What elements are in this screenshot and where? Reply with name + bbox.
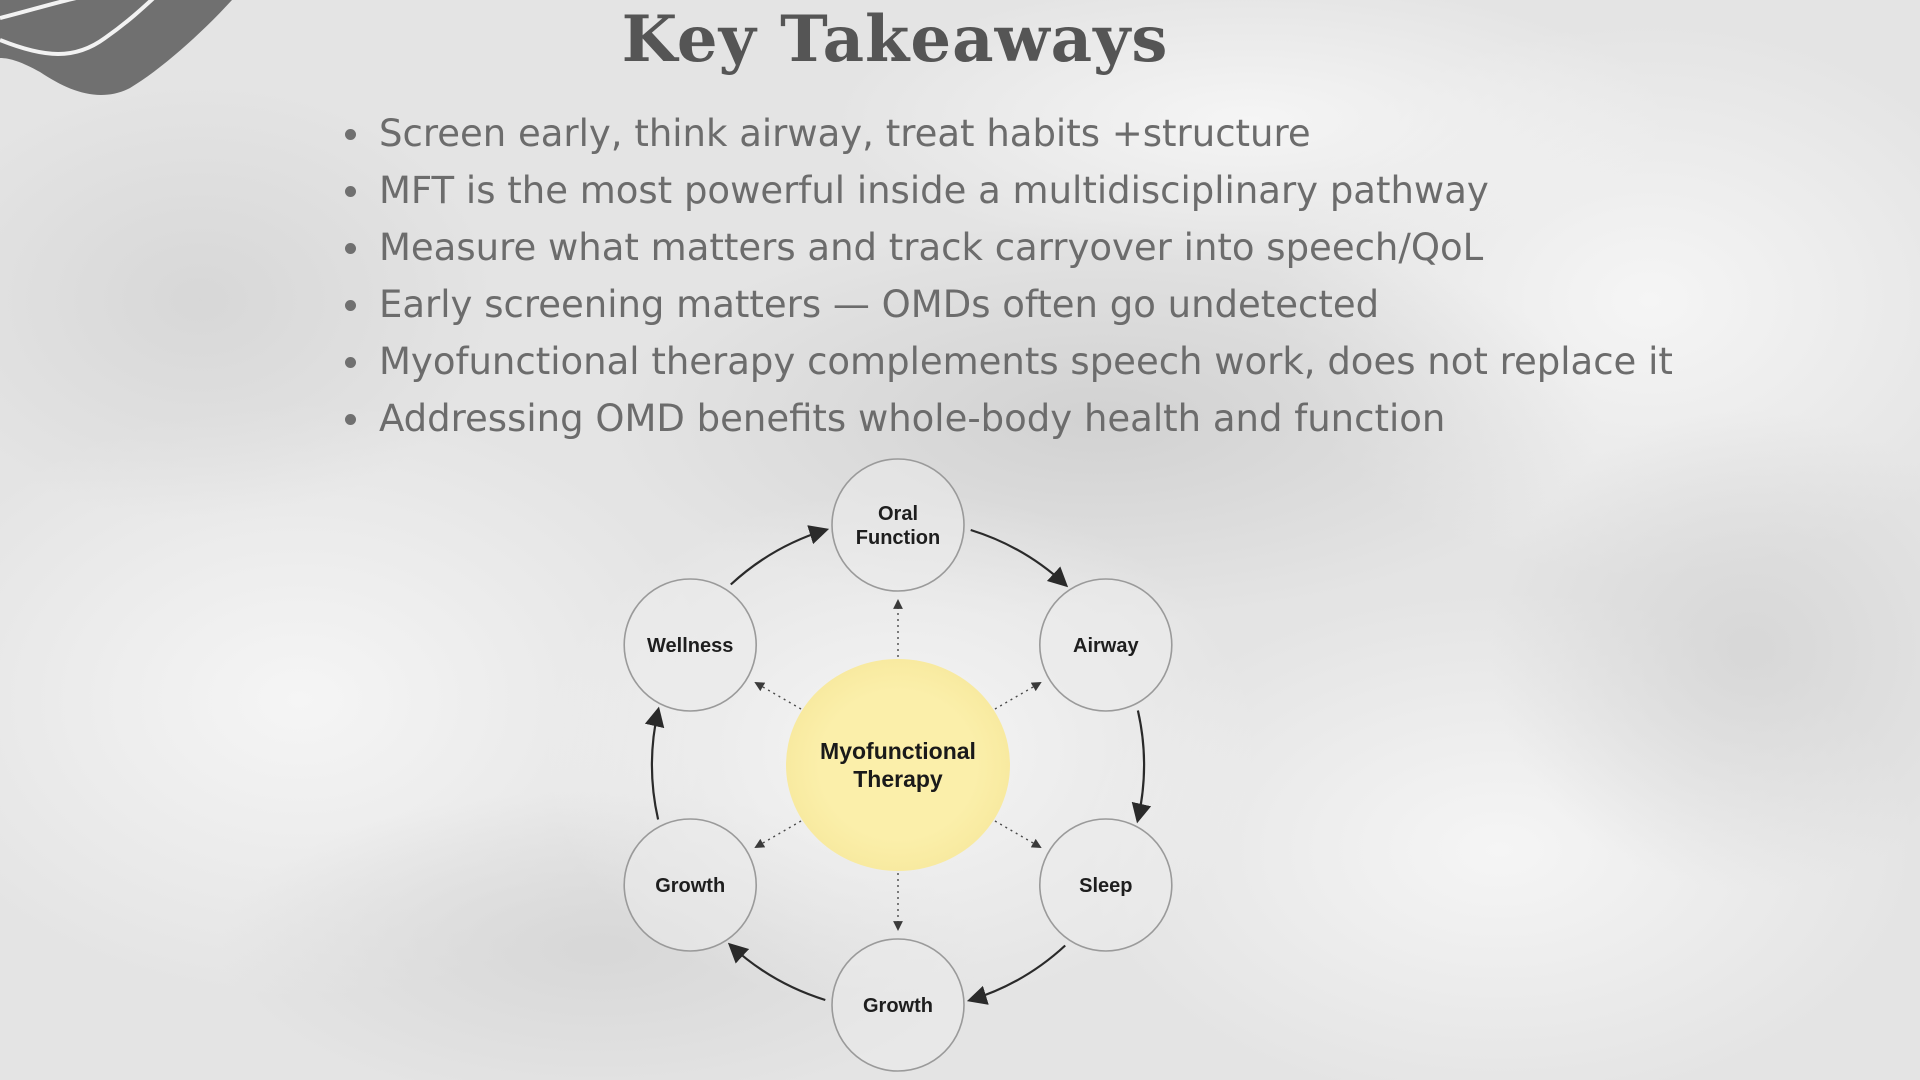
node-circle bbox=[623, 578, 758, 712]
node-growth-bottom: Growth bbox=[831, 938, 965, 1072]
takeaway-text: Early screening matters — OMDs often go … bbox=[379, 283, 1380, 326]
takeaway-item: Screen early, think airway, treat habits… bbox=[340, 105, 1673, 162]
bullet-dot-icon bbox=[345, 357, 356, 368]
takeaway-text: MFT is the most powerful inside a multid… bbox=[379, 169, 1489, 212]
cycle-arrow bbox=[727, 942, 826, 1002]
takeaway-text: Addressing OMD benefits whole-body healt… bbox=[379, 397, 1446, 440]
node-circle bbox=[1039, 578, 1173, 712]
cycle-arrow bbox=[730, 525, 830, 586]
node-label: Airway bbox=[1073, 635, 1139, 657]
center-label: Myofunctional bbox=[820, 738, 976, 764]
node-airway: Airway bbox=[1039, 578, 1173, 712]
cycle-arrow bbox=[966, 944, 1066, 1005]
node-wellness: Wellness bbox=[623, 578, 758, 712]
node-circle bbox=[831, 938, 965, 1072]
takeaway-item: Measure what matters and track carryover… bbox=[340, 219, 1673, 276]
takeaway-list: Screen early, think airway, treat habits… bbox=[340, 105, 1673, 447]
spoke-arrow bbox=[754, 682, 838, 731]
takeaway-text: Myofunctional therapy complements speech… bbox=[379, 340, 1673, 383]
center-label: Therapy bbox=[853, 766, 943, 792]
takeaway-text: Measure what matters and track carryover… bbox=[379, 226, 1484, 269]
node-label: Oral bbox=[878, 503, 918, 525]
bullet-dot-icon bbox=[345, 129, 356, 140]
cycle-arrow bbox=[970, 528, 1069, 588]
takeaway-item: MFT is the most powerful inside a multid… bbox=[340, 162, 1673, 219]
center-ellipse bbox=[786, 659, 1010, 871]
bullet-dot-icon bbox=[345, 243, 356, 254]
corner-decoration bbox=[0, 0, 232, 95]
slide-title: Key Takeaways bbox=[621, 2, 1169, 77]
takeaway-item: Addressing OMD benefits whole-body healt… bbox=[340, 390, 1673, 447]
takeaway-item: Early screening matters — OMDs often go … bbox=[340, 276, 1673, 333]
bullet-dot-icon bbox=[345, 186, 356, 197]
cycle-arrow bbox=[1131, 710, 1152, 824]
spoke-arrow bbox=[958, 682, 1042, 731]
node-label: Wellness bbox=[647, 635, 733, 657]
node-label: Growth bbox=[655, 875, 725, 897]
bullet-dot-icon bbox=[345, 300, 356, 311]
bullet-dot-icon bbox=[345, 414, 356, 425]
spoke-arrow bbox=[754, 799, 838, 848]
cycle-arrow bbox=[644, 706, 665, 820]
takeaway-text: Screen early, think airway, treat habits… bbox=[379, 112, 1311, 155]
takeaway-item: Myofunctional therapy complements speech… bbox=[340, 333, 1673, 390]
node-circle bbox=[623, 818, 758, 952]
node-circle bbox=[1039, 818, 1173, 952]
node-label: Sleep bbox=[1079, 875, 1132, 897]
node-label: Function bbox=[856, 527, 940, 549]
node-sleep: Sleep bbox=[1039, 818, 1173, 952]
node-growth-left: Growth bbox=[623, 818, 758, 952]
node-label: Growth bbox=[863, 995, 933, 1017]
node-circle bbox=[831, 458, 965, 592]
spoke-arrow bbox=[958, 799, 1042, 848]
